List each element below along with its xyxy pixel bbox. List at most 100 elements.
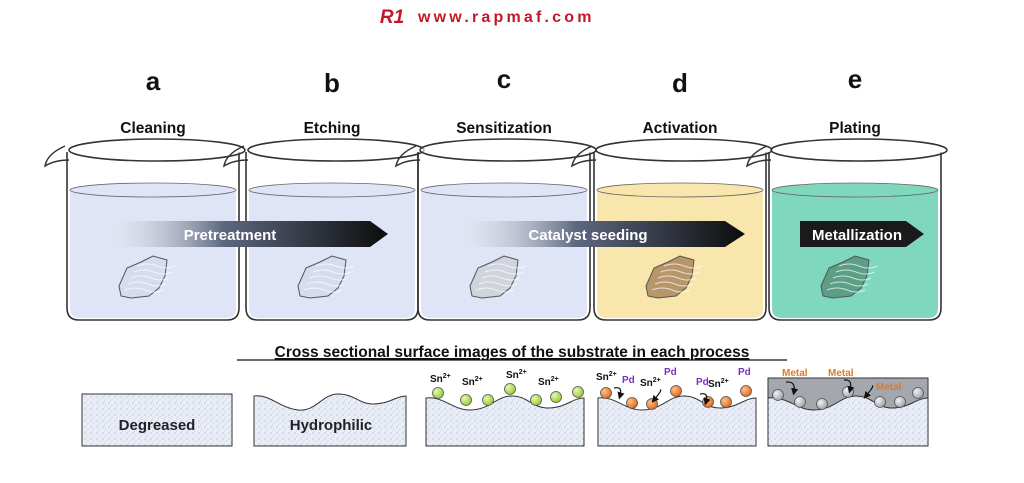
site-header: R1 www.rapmaf.com (376, 6, 595, 28)
metal-label: Metal (876, 382, 902, 393)
beaker-rim (595, 138, 773, 162)
step-letter: e (848, 64, 862, 94)
substrate-texture (312, 269, 352, 275)
logo-mark: R1 (380, 7, 404, 28)
step-letter: c (497, 64, 511, 94)
liquid-surface (248, 182, 416, 198)
substrate-texture (133, 269, 173, 275)
substrate-texture (487, 263, 527, 269)
step-title: Etching (304, 120, 361, 137)
tin-ion-label: Sn2+ (708, 378, 729, 390)
substrate-texture (127, 281, 167, 287)
beaker-glass (768, 152, 942, 321)
substrate-texture (651, 287, 691, 293)
beaker-spout (394, 145, 421, 168)
palladium-particle (740, 385, 752, 397)
beaker-spout (43, 145, 70, 168)
substrate-texture (130, 275, 170, 281)
substrate-texture (481, 275, 521, 281)
tin-particle (432, 387, 444, 399)
cross-section-panels: Degreased Hydrophilic Sn2+Sn2+Sn2+Sn2+ S… (81, 367, 929, 447)
tin-particle (550, 391, 562, 403)
beaker-rim (247, 138, 425, 162)
palladium-particle (646, 398, 658, 410)
substrate-texture (475, 287, 515, 293)
logo-box (376, 6, 409, 25)
substrate-texture (829, 281, 869, 287)
site-url[interactable]: www.rapmaf.com (417, 9, 595, 26)
beaker-spout (570, 145, 597, 168)
beaker-spout (222, 145, 249, 168)
tin-ion-label: Sn2+ (462, 376, 483, 388)
deposition-arrow (863, 385, 874, 399)
tin-particle (482, 394, 494, 406)
liquid-surface (771, 182, 939, 198)
substrate-texture (309, 275, 349, 281)
step-title: Plating (829, 120, 881, 137)
substrate-texture (838, 263, 878, 269)
step-title: Cleaning (120, 120, 185, 137)
palladium-particle (600, 387, 612, 399)
liquid-surface (69, 182, 237, 198)
substrate-texture (484, 269, 524, 275)
beaker-liquid (597, 190, 763, 318)
tin-particle (460, 394, 472, 406)
substrate-texture (124, 287, 164, 293)
metal-particle (816, 398, 828, 410)
step-title: Sensitization (456, 120, 552, 137)
metal-particle (912, 387, 924, 399)
beaker-rim (419, 138, 597, 162)
metal-particle (894, 396, 906, 408)
tin-particle (530, 394, 542, 406)
beaker-liquid (421, 190, 587, 318)
reaction-arrow (613, 387, 625, 400)
hydrophilic-label: Hydrophilic (290, 417, 373, 434)
liquid-surface (596, 182, 764, 198)
metallization-arrow: Metallization (800, 221, 924, 247)
substrate-texture (835, 269, 875, 275)
palladium-label: Pd (696, 377, 709, 388)
substrate-piece (297, 255, 347, 299)
panel-degreased: Degreased (81, 393, 233, 447)
beaker-rim (770, 138, 948, 162)
substrate-texture (826, 287, 866, 293)
step-letter: a (146, 66, 161, 96)
metallization-label: Metallization (812, 227, 902, 244)
beaker-glass (245, 152, 419, 321)
tin-ion-label: Sn2+ (430, 373, 451, 385)
metal-label: Metal (782, 368, 808, 379)
substrate-texture (832, 275, 872, 281)
substrate-piece (820, 255, 870, 299)
deposition-arrow (843, 379, 855, 394)
degreased-label: Degreased (119, 417, 196, 434)
step-title: Activation (643, 120, 718, 137)
metal-particle (794, 396, 806, 408)
substrate-texture (663, 263, 703, 269)
catalyst-seeding-arrow: Catalyst seeding (438, 221, 745, 247)
substrate-piece (645, 255, 695, 299)
pretreatment-arrow: Pretreatment (88, 221, 388, 247)
palladium-particle (702, 396, 714, 408)
palladium-particle (720, 396, 732, 408)
substrate-texture (660, 269, 700, 275)
substrate-texture (315, 263, 355, 269)
palladium-label: Pd (622, 375, 635, 386)
substrate-texture (303, 287, 343, 293)
substrate-piece (469, 255, 519, 299)
pretreatment-label: Pretreatment (184, 227, 277, 244)
beaker-liquid (772, 190, 938, 318)
beaker-liquid (249, 190, 415, 318)
palladium-label: Pd (664, 367, 677, 378)
beaker-glass (66, 152, 240, 321)
catalyst-seeding-label: Catalyst seeding (528, 227, 647, 244)
tin-particle (572, 386, 584, 398)
panel-sensitization: Sn2+Sn2+Sn2+Sn2+ (425, 369, 585, 447)
substrate-texture (478, 281, 518, 287)
beaker-spout (745, 145, 772, 168)
tin-ion-label: Sn2+ (538, 376, 559, 388)
